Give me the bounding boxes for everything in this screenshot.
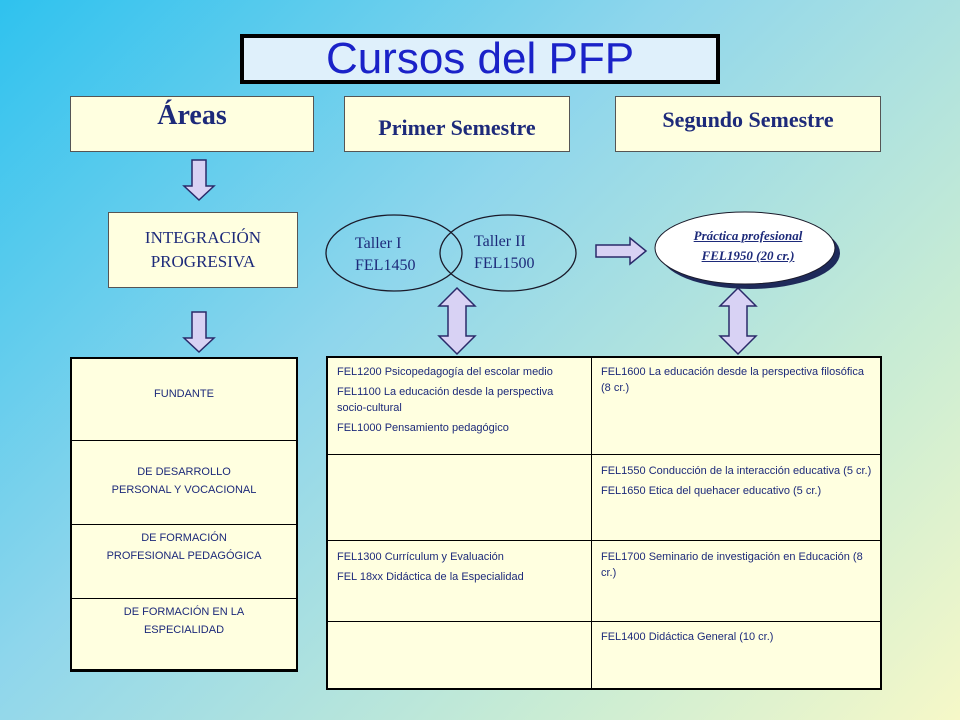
course-cell-segundo: FEL1550 Conducción de la interacción edu… xyxy=(592,455,882,540)
area-row: DE FORMACIÓN EN LA ESPECIALIDAD xyxy=(72,599,296,672)
course-item: FEL1000 Pensamiento pedagógico xyxy=(337,422,509,434)
practica-line2: FEL1950 (20 cr.) xyxy=(701,248,795,263)
area-line2: ESPECIALIDAD xyxy=(143,624,225,636)
areas-table: FUNDANTE DE DESARROLLO PERSONAL Y VOCACI… xyxy=(70,357,298,672)
course-cell-primer: FEL1300 Currículum y Evaluación FEL 18xx… xyxy=(328,541,591,621)
integracion-line2: PROGRESIVA xyxy=(150,252,256,271)
practica-line1: Práctica profesional xyxy=(693,228,803,243)
course-cell-segundo: FEL1600 La educación desde la perspectiv… xyxy=(592,358,882,454)
course-cell-primer: FEL1200 Psicopedagogía del escolar medio… xyxy=(328,358,591,454)
integracion-progresiva-box: INTEGRACIÓN PROGRESIVA xyxy=(108,212,298,288)
course-item: FEL 18xx Didáctica de la Especialidad xyxy=(337,571,524,583)
taller-2-ellipse xyxy=(439,214,577,292)
header-primer-semestre: Primer Semestre xyxy=(344,96,570,152)
courses-table: FEL1200 Psicopedagogía del escolar medio… xyxy=(326,356,882,690)
course-item: FEL1400 Didáctica General (10 cr.) xyxy=(601,631,774,643)
right-arrow-icon xyxy=(595,236,648,266)
course-item: FEL1300 Currículum y Evaluación xyxy=(337,551,504,563)
header-segundo-semestre: Segundo Semestre xyxy=(615,96,881,152)
taller-2-label: Taller II FEL1500 xyxy=(474,231,534,275)
area-line1: DE FORMACIÓN xyxy=(141,532,227,544)
area-row: DE FORMACIÓN PROFESIONAL PEDAGÓGICA xyxy=(72,525,296,599)
course-item: FEL1650 Etica del quehacer educativo (5 … xyxy=(601,485,822,497)
taller-1-code: FEL1450 xyxy=(355,257,416,274)
taller-1-name: Taller I xyxy=(355,235,402,252)
taller-1-ellipse xyxy=(325,214,463,292)
area-row: FUNDANTE xyxy=(72,359,296,441)
course-cell-segundo: FEL1400 Didáctica General (10 cr.) xyxy=(592,622,882,690)
taller-2-name: Taller II xyxy=(474,233,526,250)
area-row: DE DESARROLLO PERSONAL Y VOCACIONAL xyxy=(72,441,296,525)
area-line1: DE DESARROLLO xyxy=(137,466,231,478)
taller-2-code: FEL1500 xyxy=(474,255,535,272)
header-areas: Áreas xyxy=(70,96,314,152)
course-item: FEL1200 Psicopedagogía del escolar medio xyxy=(337,366,553,378)
course-cell-primer xyxy=(328,455,591,540)
double-arrow-icon xyxy=(718,286,758,356)
course-cell-segundo: FEL1700 Seminario de investigación en Ed… xyxy=(592,541,882,621)
down-arrow-icon xyxy=(182,159,216,202)
course-item: FEL1700 Seminario de investigación en Ed… xyxy=(601,551,863,579)
integracion-line1: INTEGRACIÓN xyxy=(144,228,262,247)
area-line2: PERSONAL Y VOCACIONAL xyxy=(111,484,257,496)
taller-1-label: Taller I FEL1450 xyxy=(355,233,415,277)
course-item: FEL1100 La educación desde la perspectiv… xyxy=(337,386,554,414)
practica-profesional-label: Práctica profesional FEL1950 (20 cr.) xyxy=(658,226,838,266)
course-item: FEL1550 Conducción de la interacción edu… xyxy=(601,465,872,477)
course-item: FEL1600 La educación desde la perspectiv… xyxy=(601,366,864,394)
slide-title: Cursos del PFP xyxy=(240,34,720,84)
double-arrow-icon xyxy=(437,286,477,356)
practica-ellipse xyxy=(654,211,836,285)
area-line2: PROFESIONAL PEDAGÓGICA xyxy=(106,550,262,562)
course-cell-primer xyxy=(328,622,591,690)
area-line1: FUNDANTE xyxy=(154,388,214,400)
down-arrow-icon xyxy=(182,311,216,354)
area-line1: DE FORMACIÓN EN LA xyxy=(123,606,245,618)
